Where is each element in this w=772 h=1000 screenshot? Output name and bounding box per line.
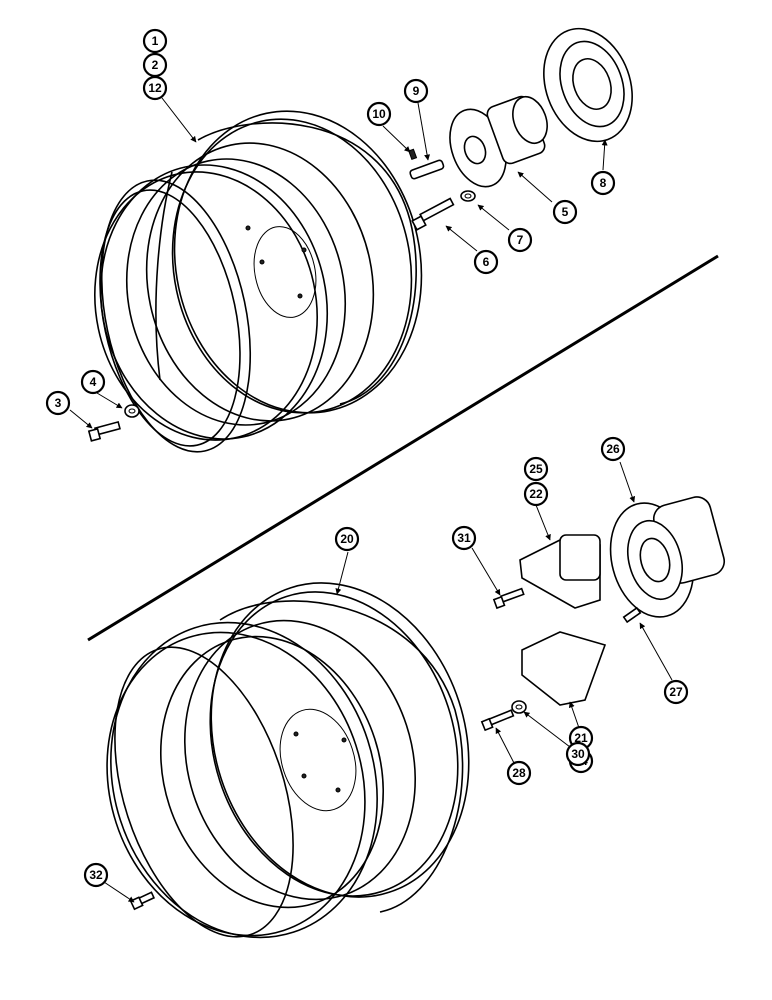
bottom-wheel-rim xyxy=(106,582,470,939)
callout-label: 31 xyxy=(457,531,471,545)
callout-20: 20 xyxy=(334,526,360,552)
callout-label: 7 xyxy=(517,233,524,247)
callout-label: 2 xyxy=(152,58,159,72)
callout-label: 3 xyxy=(55,396,62,410)
callout-2: 2 xyxy=(142,52,168,78)
callout-26: 26 xyxy=(600,436,626,462)
bottom-hardware xyxy=(129,496,726,911)
callout-6: 6 xyxy=(473,249,499,275)
callout-label: 22 xyxy=(529,487,543,501)
callout-22: 22 xyxy=(523,481,549,507)
callout-10: 10 xyxy=(366,101,392,127)
callout-label: 8 xyxy=(600,176,607,190)
callout-1: 1 xyxy=(142,28,168,54)
callout-8: 8 xyxy=(590,170,616,196)
divider-line xyxy=(87,254,719,642)
callout-4: 4 xyxy=(80,369,106,395)
callout-label: 4 xyxy=(90,375,97,389)
callout-7: 7 xyxy=(507,227,533,253)
callout-label: 6 xyxy=(483,255,490,269)
callout-label: 9 xyxy=(413,84,420,98)
callout-25: 25 xyxy=(523,456,549,482)
callout-label: 32 xyxy=(89,868,103,882)
callout-label: 30 xyxy=(571,747,585,761)
callout-label: 20 xyxy=(340,532,354,546)
callout-label: 5 xyxy=(562,205,569,219)
callout-label: 27 xyxy=(669,685,683,699)
callout-28: 28 xyxy=(506,760,532,786)
callout-label: 1 xyxy=(152,34,159,48)
callout-31: 31 xyxy=(451,525,477,551)
callout-32: 32 xyxy=(83,862,109,888)
callout-9: 9 xyxy=(403,78,429,104)
callout-label: 26 xyxy=(606,442,620,456)
callout-label: 25 xyxy=(529,462,543,476)
callout-3: 3 xyxy=(45,390,71,416)
callout-label: 21 xyxy=(574,731,588,745)
callout-5: 5 xyxy=(552,199,578,225)
callout-label: 12 xyxy=(148,81,162,95)
top-hardware xyxy=(87,27,633,442)
leader-lines xyxy=(69,97,673,903)
callout-30: 30 xyxy=(565,741,591,767)
callout-27: 27 xyxy=(663,679,689,705)
callout-label: 10 xyxy=(372,107,386,121)
top-wheel-rim xyxy=(94,110,423,453)
callout-12: 12 xyxy=(142,75,168,101)
callout-label: 28 xyxy=(512,766,526,780)
